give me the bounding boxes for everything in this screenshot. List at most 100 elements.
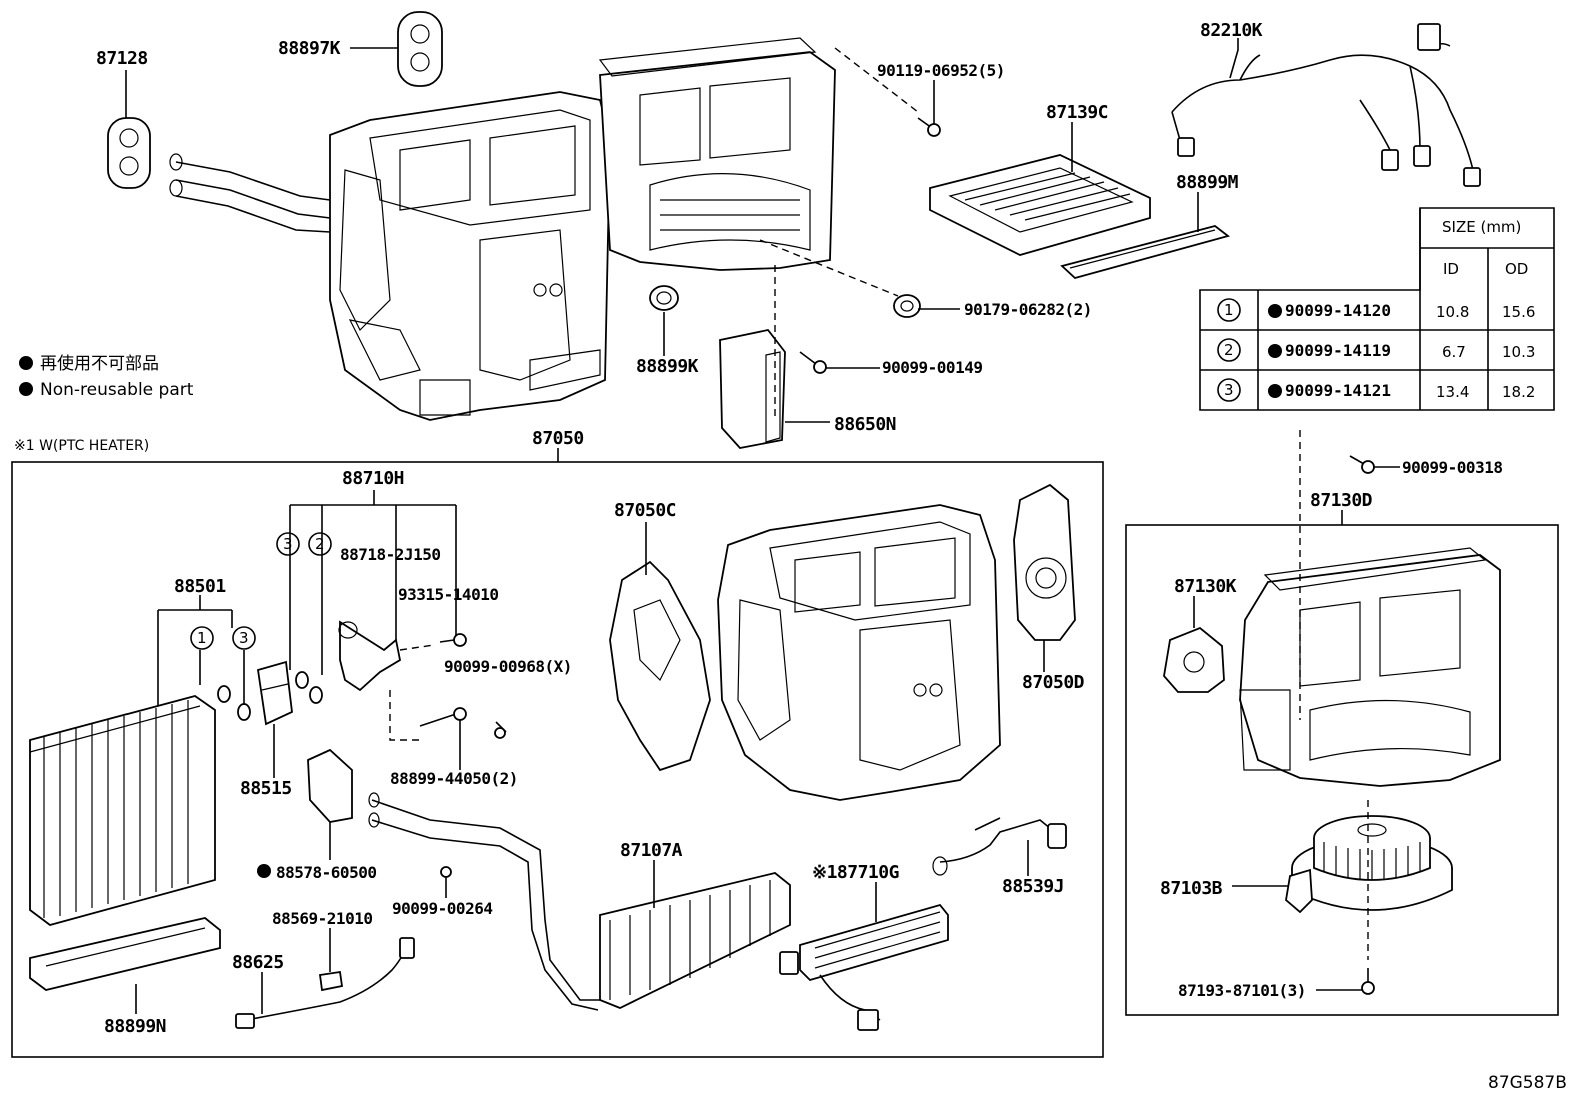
- label-87193-87101: 87193-87101(3): [1178, 981, 1306, 1000]
- label-87050: 87050: [532, 428, 584, 449]
- heater-core-87107a-drawing: [599, 872, 791, 1009]
- valve-88515-drawing: [256, 660, 293, 726]
- callout-3-a: 3: [283, 535, 293, 553]
- legend: 再使用不可部品 Non-reusable part: [19, 353, 194, 400]
- size-table-row3-id: 13.4: [1436, 383, 1469, 401]
- label-87107a: 87107A: [620, 840, 683, 861]
- size-table-col-od: OD: [1505, 260, 1528, 278]
- heater-pipes-lower-drawing: [368, 792, 602, 1011]
- legend-jp: 再使用不可部品: [40, 353, 159, 374]
- size-table-row1-part: 90099-14120: [1285, 301, 1391, 320]
- size-table-title: SIZE (mm): [1442, 218, 1521, 236]
- label-87710g: ※187710G: [812, 862, 899, 883]
- label-88899n: 88899N: [104, 1016, 166, 1037]
- label-88569-21010: 88569-21010: [272, 909, 372, 928]
- label-82210k: 82210K: [1200, 20, 1263, 41]
- blower-motor-87103b-drawing: [1285, 815, 1453, 914]
- harness-82210k-drawing: [1171, 23, 1481, 187]
- bolt-93315-drawing: [439, 633, 467, 647]
- illustration-code: 87G587B: [1488, 1073, 1567, 1093]
- grommet-87128-drawing: [107, 117, 151, 189]
- size-table-row3-part: 90099-14121: [1285, 381, 1391, 400]
- label-88650n: 88650N: [834, 414, 896, 435]
- seal-88899m-drawing: [1060, 225, 1230, 280]
- cap-88899k-drawing: [649, 285, 679, 311]
- size-table-row1-od: 15.6: [1502, 303, 1535, 321]
- ptc-note: ※1 W(PTC HEATER): [14, 438, 149, 454]
- label-88899-44050: 88899-44050(2): [390, 769, 518, 788]
- assembly-dashed-lines: [389, 47, 1369, 960]
- hose-88539j-drawing: [932, 817, 1067, 876]
- clip-90179-drawing: [893, 294, 921, 318]
- label-87130k: 87130K: [1174, 576, 1237, 597]
- callout-3-b: 3: [239, 629, 249, 647]
- label-88718-2j150: 88718-2J150: [340, 545, 440, 564]
- screw-87193-drawing: [1361, 968, 1375, 995]
- size-table-row2-id: 6.7: [1442, 343, 1466, 361]
- label-88625: 88625: [232, 952, 284, 973]
- label-90119-06952: 90119-06952(5): [877, 61, 1005, 80]
- label-88710h: 88710H: [342, 468, 404, 489]
- hvac-unit-center-drawing: [717, 504, 1001, 801]
- fitting-88718-drawing: [338, 620, 402, 692]
- ptc-heater-87710g-drawing: [779, 903, 949, 1031]
- leader-lines: [125, 38, 1400, 1014]
- label-88578-60500: 88578-60500: [276, 863, 376, 882]
- callout-1: 1: [197, 629, 207, 647]
- label-90099-00318: 90099-00318: [1402, 458, 1502, 477]
- label-87050d: 87050D: [1022, 672, 1085, 693]
- legend-en: Non-reusable part: [40, 380, 194, 400]
- label-87103b: 87103B: [1160, 878, 1223, 899]
- screw-90099-00318-drawing: [1349, 455, 1375, 474]
- bolt-88899-44050-drawing: [419, 707, 467, 727]
- label-88501: 88501: [174, 576, 226, 597]
- cover-88578-drawing: [307, 748, 353, 823]
- panel-87050c-drawing: [609, 560, 711, 772]
- seal-88899n-drawing: [29, 917, 221, 991]
- non-reusable-dot-icon: [257, 864, 271, 878]
- label-90099-00968: 90099-00968(X): [444, 657, 572, 676]
- hvac-unit-top-drawing: [329, 37, 836, 421]
- size-table: SIZE (mm) ID OD 1 90099-14120 10.8 15.6 …: [1199, 207, 1555, 411]
- part-labels: 87128 88897K 90119-06952(5) 82210K 87139…: [96, 20, 1567, 1093]
- blower-case-87130d-drawing: [1239, 547, 1501, 787]
- label-90179-06282: 90179-06282(2): [964, 300, 1092, 319]
- screw-90099-00968-drawing: [494, 721, 507, 739]
- callout-2: 2: [315, 535, 325, 553]
- label-87050c: 87050C: [614, 500, 676, 521]
- non-reusable-dot-icon: [1268, 384, 1282, 398]
- panel-87050d-drawing: [1013, 483, 1076, 641]
- size-table-row3-od: 18.2: [1502, 383, 1535, 401]
- grommet-88897k-drawing: [397, 11, 443, 87]
- actuator-87130k-drawing: [1163, 626, 1225, 693]
- size-table-col-id: ID: [1443, 260, 1459, 278]
- heater-pipes-top-drawing: [169, 153, 331, 233]
- sensor-88569-drawing: [235, 937, 415, 1029]
- label-90099-00149: 90099-00149: [882, 358, 982, 377]
- non-reusable-dot-icon: [19, 382, 33, 396]
- label-88899m: 88899M: [1176, 172, 1239, 193]
- label-88515: 88515: [240, 778, 292, 799]
- label-90099-00264: 90099-00264: [392, 899, 492, 918]
- non-reusable-dot-icon: [1268, 344, 1282, 358]
- label-93315-14010: 93315-14010: [398, 585, 498, 604]
- size-table-row1-no: 1: [1224, 301, 1234, 319]
- screw-90119-drawing: [917, 117, 941, 137]
- non-reusable-dot-icon: [1268, 304, 1282, 318]
- label-87139c: 87139C: [1046, 102, 1108, 123]
- filter-87139c-drawing: [929, 154, 1151, 256]
- non-reusable-dot-icon: [19, 356, 33, 370]
- size-table-row1-id: 10.8: [1436, 303, 1469, 321]
- size-table-row2-no: 2: [1224, 341, 1234, 359]
- circled-callouts: 3 2 1 3: [190, 532, 332, 650]
- screw-90099-00264-drawing: [440, 866, 452, 878]
- label-87130d: 87130D: [1310, 490, 1373, 511]
- label-88899k: 88899K: [636, 356, 699, 377]
- size-table-row2-part: 90099-14119: [1285, 341, 1391, 360]
- label-87128: 87128: [96, 48, 148, 69]
- size-table-row2-od: 10.3: [1502, 343, 1535, 361]
- label-88897k: 88897K: [278, 38, 341, 59]
- screw-90099-00149-drawing: [799, 351, 827, 374]
- label-88539j: 88539J: [1002, 876, 1064, 897]
